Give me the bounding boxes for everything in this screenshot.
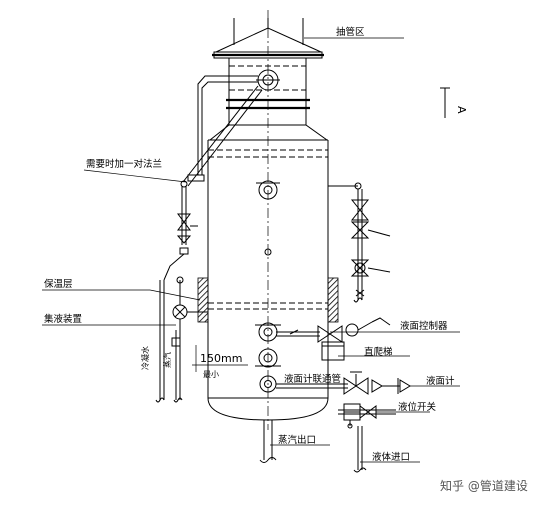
left-piping [155,75,263,403]
leader-lines [42,37,460,463]
section-mark-label: A [455,106,468,114]
label-vapor-outlet: 蒸汽出口 [278,434,316,446]
section-mark: A [440,87,468,118]
right-piping [276,182,411,429]
label-level-gauge-pipe: 液面计联通管 [284,373,341,385]
main-shell [207,10,329,430]
label-ladder: 直爬梯 [364,346,393,358]
label-drain-right: 蒸汽 [162,352,172,368]
label-collector: 集液装置 [44,313,82,325]
label-liquid-inlet: 液体进口 [372,451,410,463]
watermark-text: 知乎 @管道建设 [440,478,528,493]
label-flange: 需要时加一对法兰 [86,158,162,170]
label-insulation: 保温层 [44,278,73,290]
dimension-150 [192,345,248,372]
label-level-switch: 液位开关 [398,401,437,413]
label-drain-left: 冷凝水 [140,346,150,370]
label-dimension: 150mm [200,352,242,365]
bottom-outlets [259,420,367,473]
label-level-gauge: 液面计 [426,375,455,387]
insulation-left [197,277,209,323]
insulation-right [327,277,339,323]
label-pipe-zone: 抽管区 [336,26,365,38]
label-dimension-note: 最小 [203,370,219,379]
label-level-controller: 液面控制器 [400,320,448,332]
